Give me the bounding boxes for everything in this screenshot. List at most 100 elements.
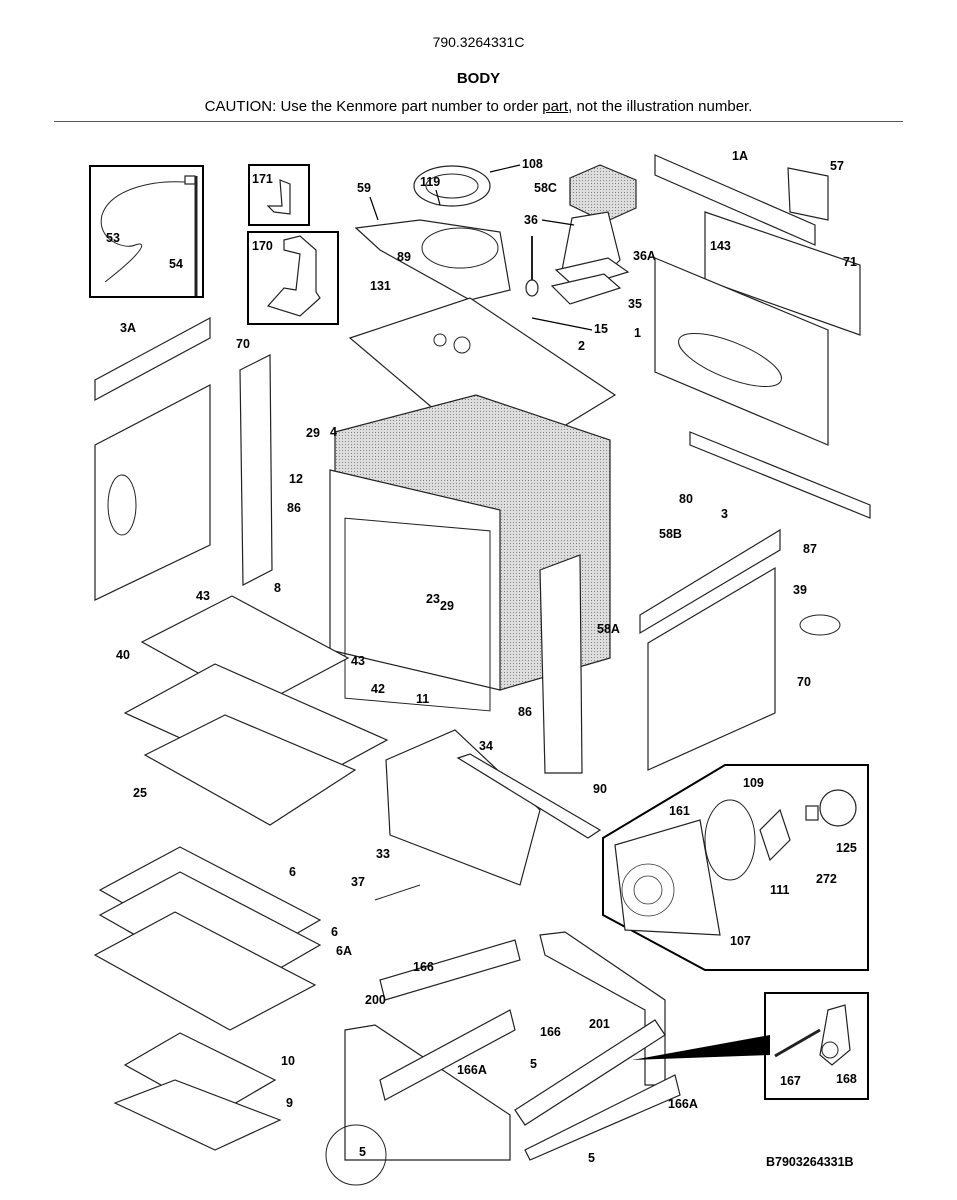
callout-3: 3 <box>721 507 728 521</box>
bottom-trays: 43 8 40 43 42 25 <box>116 581 389 826</box>
trim-90 <box>539 554 583 774</box>
fan-element-161 <box>704 799 756 881</box>
left-side-panels: 3A 70 <box>94 316 273 601</box>
callout-1A: 1A <box>732 149 748 163</box>
callout-166A-rear: 166A <box>457 1063 487 1077</box>
callout-54: 54 <box>169 257 183 271</box>
callout-70-right: 70 <box>797 675 811 689</box>
callout-70-left: 70 <box>236 337 250 351</box>
side-panel-left <box>94 384 211 601</box>
fan-blade-109 <box>759 808 791 862</box>
callout-40: 40 <box>116 648 130 662</box>
callout-109: 109 <box>743 776 764 790</box>
rod-37 <box>374 884 421 901</box>
callout-4: 4 <box>330 425 337 439</box>
callout-58B: 58B <box>659 527 682 541</box>
bracket-34 <box>456 753 602 839</box>
callout-37: 37 <box>351 875 365 889</box>
tray-25 <box>143 714 357 826</box>
inset-pointer <box>632 1035 770 1060</box>
callout-89: 89 <box>397 250 411 264</box>
callout-15: 15 <box>594 322 608 336</box>
panel-33 <box>385 729 541 886</box>
vent-filter-58C <box>569 164 637 223</box>
blower-assembly: 59 119 108 <box>354 157 543 301</box>
oven-door-frame-11 <box>329 469 501 691</box>
callout-201: 201 <box>589 1017 610 1031</box>
base-frame: 166 200 201 166 166A 5 166A 5 5 <box>325 931 698 1186</box>
callout-58A: 58A <box>597 622 620 636</box>
inset-hinge: 167 168 <box>632 992 869 1100</box>
callout-170: 170 <box>252 239 273 253</box>
side-panel-right <box>647 566 776 771</box>
callout-58C: 58C <box>534 181 557 195</box>
inset-meat-probe: 53 54 <box>89 165 204 298</box>
oven-racks: 6 6 6A <box>93 846 352 1031</box>
hinge-pin-167 <box>774 1028 821 1058</box>
callout-161: 161 <box>669 804 690 818</box>
callout-42: 42 <box>371 682 385 696</box>
rail-3 <box>639 528 781 635</box>
broiler-pan-9 <box>113 1079 282 1151</box>
fan-motor-125 <box>819 789 857 827</box>
callout-11: 11 <box>416 692 429 706</box>
callout-6-upper: 6 <box>289 865 296 879</box>
callout-12: 12 <box>289 472 303 486</box>
frame-200 <box>344 1024 511 1161</box>
callout-2: 2 <box>578 339 585 353</box>
caution-note: CAUTION: Use the Kenmore part number to … <box>0 98 957 115</box>
callout-71: 71 <box>843 255 857 269</box>
callout-119: 119 <box>420 175 440 189</box>
rail-3A <box>94 316 211 402</box>
inset-bracket-171: 171 <box>248 164 310 226</box>
callout-166-rear: 166 <box>413 960 434 974</box>
callout-10: 10 <box>281 1054 295 1068</box>
callout-143: 143 <box>710 239 731 253</box>
callout-43-right: 43 <box>351 654 365 668</box>
rail-166-rear <box>379 939 521 1001</box>
callout-6-lower: 6 <box>331 925 338 939</box>
callout-35: 35 <box>628 297 642 311</box>
callout-125: 125 <box>836 841 857 855</box>
rail-166A-front <box>524 1074 681 1161</box>
panel-71 <box>704 211 861 336</box>
spacer-272 <box>805 805 819 821</box>
rear-panel-1 <box>654 257 829 446</box>
hinge-168 <box>819 1004 851 1066</box>
rack-6A <box>93 911 317 1031</box>
callout-86-lower: 86 <box>518 705 532 719</box>
callout-272: 272 <box>816 872 837 886</box>
callout-36: 36 <box>524 213 538 227</box>
callout-39: 39 <box>793 583 807 597</box>
callout-8: 8 <box>274 581 281 595</box>
blower-housing-59 <box>354 219 511 301</box>
callout-90: 90 <box>593 782 607 796</box>
caution-text-prefix: CAUTION: Use the Kenmore part number to … <box>204 98 543 115</box>
inset-bracket-170: 170 <box>247 231 339 325</box>
callout-29-upper: 29 <box>306 426 320 440</box>
callout-9: 9 <box>286 1096 293 1110</box>
inset-convection-fan: 109 161 125 111 272 107 <box>602 764 869 971</box>
callout-5-detail: 5 <box>359 1145 366 1159</box>
callout-87: 87 <box>803 542 817 556</box>
blower-motor-108 <box>413 165 491 207</box>
broiler-pan: 10 9 <box>113 1032 295 1151</box>
right-side-panels: 80 87 58B 3 58A 39 70 90 86 <box>518 431 871 796</box>
section-title: BODY <box>456 70 501 87</box>
callout-36A: 36A <box>633 249 656 263</box>
callout-5-center: 5 <box>530 1057 537 1071</box>
callout-23: 23 <box>426 592 440 606</box>
gasket-35 <box>550 273 622 305</box>
rear-panel-assembly: 1A 57 143 71 1 <box>634 149 861 446</box>
rear-rail-1A <box>654 154 816 246</box>
rail-166-front <box>514 1019 666 1126</box>
probe-cable <box>100 181 186 283</box>
callout-29-lower: 29 <box>440 599 454 613</box>
callout-200: 200 <box>365 993 386 1007</box>
diagram-reference-code: B7903264331B <box>766 1155 854 1169</box>
callout-80: 80 <box>679 492 693 506</box>
caution-part-link[interactable]: part <box>542 98 569 115</box>
callout-131: 131 <box>370 279 391 293</box>
lower-panel-assembly: 34 33 37 <box>351 729 602 901</box>
